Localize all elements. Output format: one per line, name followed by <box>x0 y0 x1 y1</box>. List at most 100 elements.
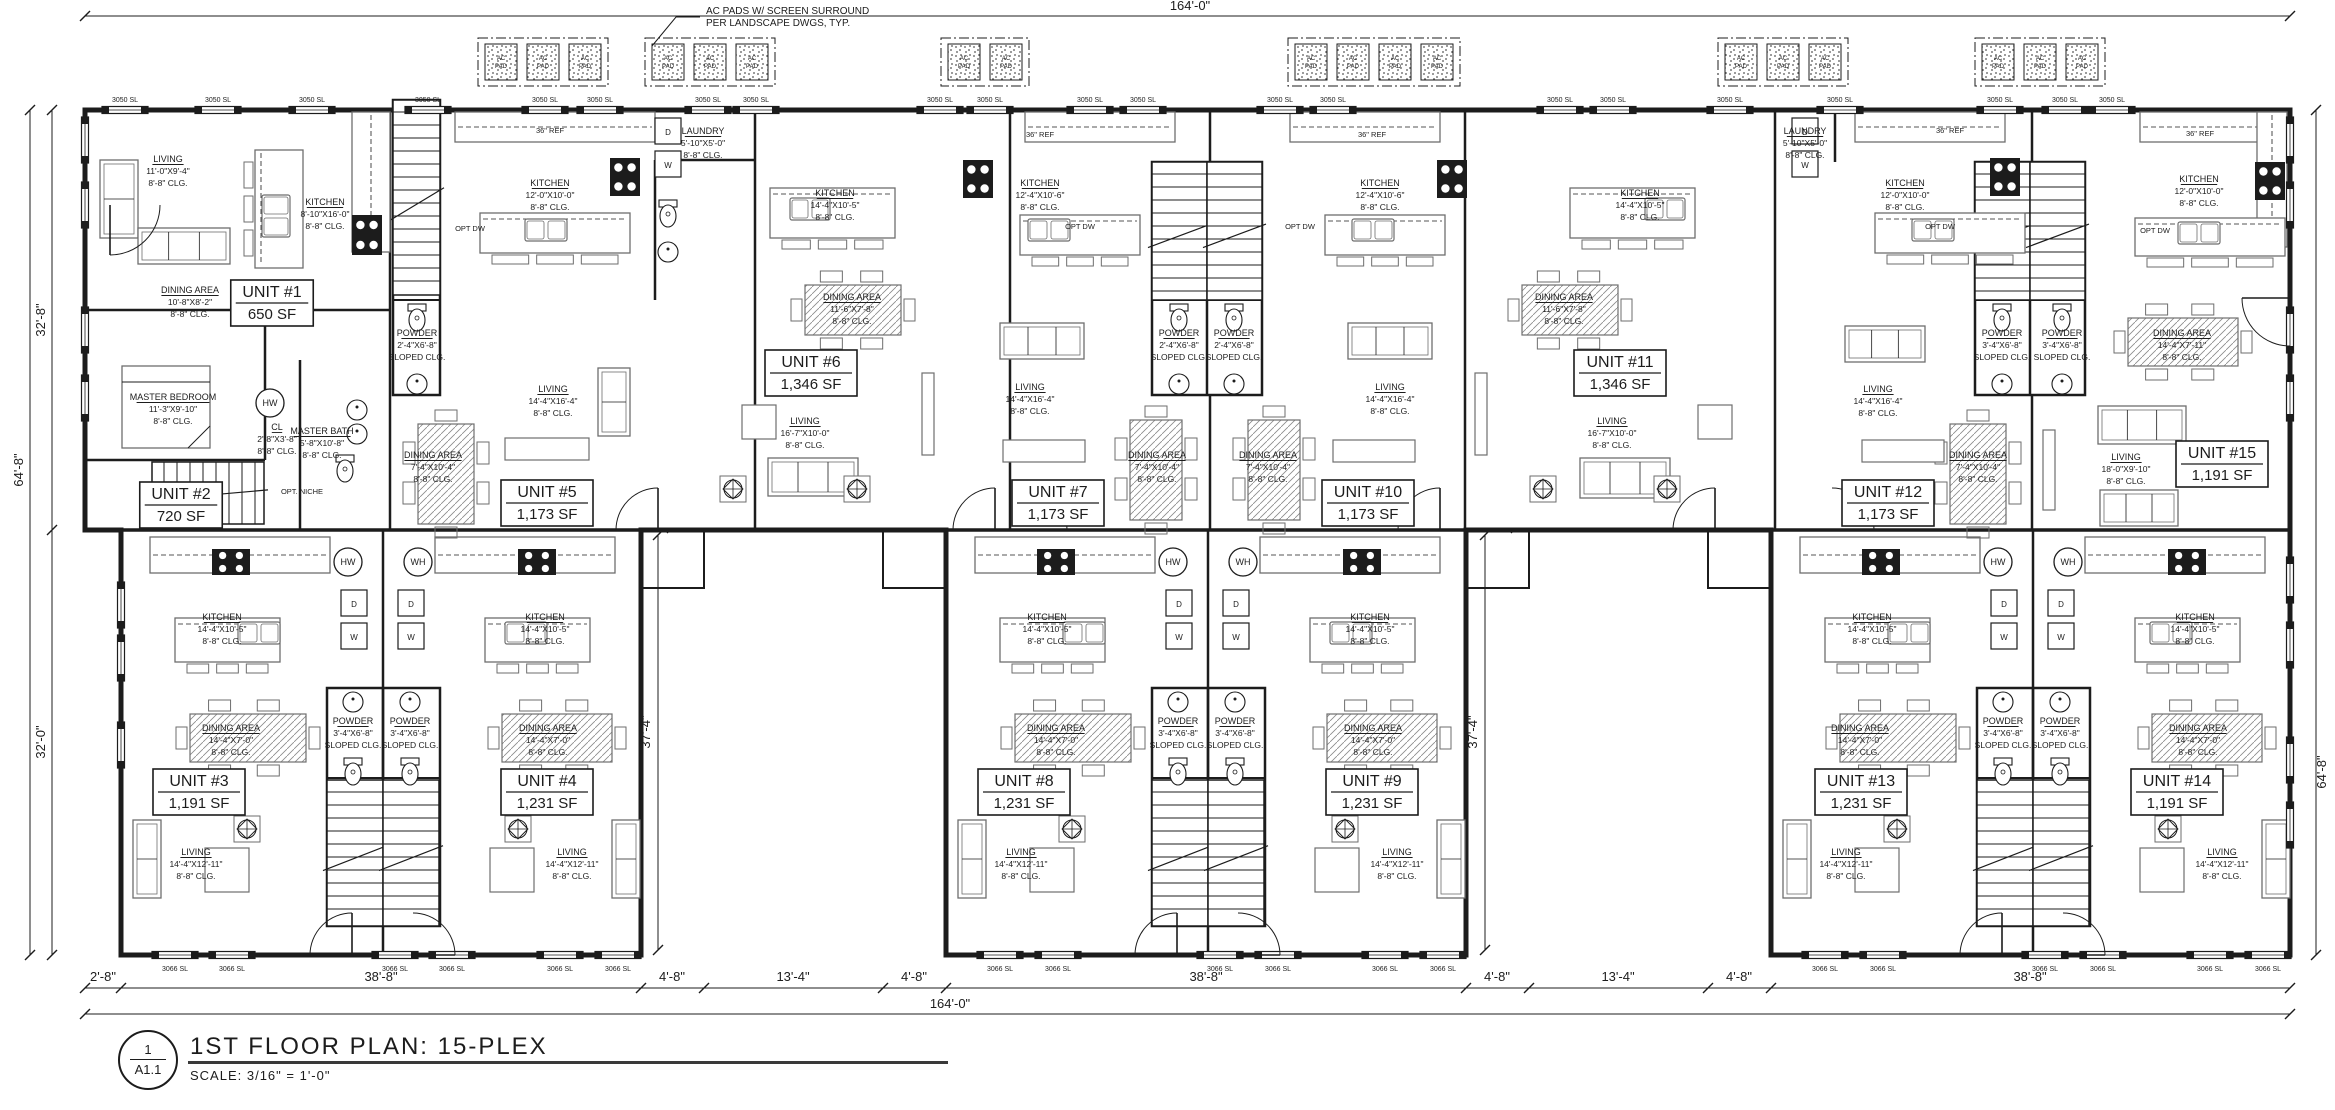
room-name: DINING AREA <box>404 450 462 460</box>
stove-burner <box>1454 184 1463 193</box>
window-tag: 3050 SL <box>1987 97 2013 104</box>
window-jamb <box>81 182 89 189</box>
room-dimensions: 7'-4"X10'-4" <box>1135 462 1179 472</box>
unit-area: 720 SF <box>157 508 205 525</box>
dimension-tick <box>1765 982 1777 994</box>
window-jamb <box>1401 951 1408 959</box>
kitchen-sink <box>2149 621 2193 645</box>
window-tag: 3050 SL <box>415 97 441 104</box>
stove-burner <box>541 551 549 560</box>
ac-pad-label: AC <box>1307 56 1316 62</box>
window-jamb <box>117 674 125 681</box>
unit-area: 1,191 SF <box>2192 467 2253 484</box>
ac-pad <box>1766 43 1800 81</box>
dining-chair <box>1184 477 1198 501</box>
window-jamb <box>81 414 89 421</box>
water-heater <box>2053 547 2083 577</box>
unit-area: 1,231 SF <box>1831 795 1892 812</box>
room-ceiling: SLOPED CLG. <box>325 740 382 750</box>
sink-basin-round <box>399 691 421 713</box>
room-dimensions: 8'-10"X16'-0" <box>301 209 350 219</box>
toilet-detail <box>665 211 671 217</box>
sofa-cushion <box>1848 329 1922 359</box>
dining-chair <box>402 481 416 505</box>
dining-chair <box>1144 522 1168 535</box>
window-jamb <box>1899 951 1906 959</box>
sink-basin-round <box>657 241 679 263</box>
room-dimensions: 12'-0"X10'-0" <box>526 190 575 200</box>
ac-pad-label: PAD <box>1735 64 1748 70</box>
room-ceiling: 8'-8" CLG. <box>1027 636 1066 646</box>
stove-burner <box>1441 184 1450 193</box>
window-tag: 3050 SL <box>1600 97 1626 104</box>
dining-chair <box>1262 405 1286 418</box>
stair-break-line <box>1972 845 2038 872</box>
dimension-tick <box>2284 10 2296 22</box>
sink-basin <box>811 199 829 219</box>
window-jamb <box>1537 106 1544 114</box>
unit-area: 1,231 SF <box>994 795 1055 812</box>
room-label: MASTER BATH <box>290 426 353 436</box>
ac-pad-label: AC <box>1002 56 1011 62</box>
dining-chair <box>2137 726 2150 750</box>
ac-pad-label: AC <box>539 56 548 62</box>
dimension-label: 4'-8" <box>659 969 685 984</box>
dining-table <box>1129 419 1183 521</box>
room-label: LIVING <box>1015 382 1045 392</box>
sink-basin <box>527 623 546 643</box>
ac-pad-label: PAD <box>746 64 759 70</box>
window-tag: 3050 SL <box>977 97 1003 104</box>
room-ceiling: 8'-8" CLG. <box>170 309 209 319</box>
sink-faucet <box>2058 697 2062 701</box>
furniture-rect <box>1314 847 1360 893</box>
dining-chair <box>1858 699 1882 712</box>
window-jamb <box>1420 951 1427 959</box>
window-jamb <box>2187 951 2194 959</box>
dining-chair <box>2113 330 2126 354</box>
ac-pad-screen-surround <box>477 37 609 87</box>
dimension-label: 4'-8" <box>1484 969 1510 984</box>
dryer-label: D <box>665 128 671 137</box>
dining-chair <box>2215 699 2239 712</box>
window-jamb <box>81 156 89 163</box>
island-stool <box>2191 257 2229 268</box>
room-dimensions: 3'-4"X6'-8" <box>2040 728 2080 738</box>
room-dimensions: 5'-8"X10'-8" <box>300 438 344 448</box>
room-name: LIVING <box>2111 452 2141 462</box>
room-label: DINING AREA <box>2153 328 2211 338</box>
window-jamb <box>1159 106 1166 114</box>
dryer-label: D <box>2058 600 2064 609</box>
window-jamb <box>102 106 109 114</box>
porch-light-diamond <box>1656 478 1678 500</box>
room-ceiling: 8'-8" CLG. <box>1370 406 1409 416</box>
stove-burner <box>1994 163 2003 172</box>
dining-chair <box>476 441 490 465</box>
dining-chair <box>487 726 500 750</box>
room-label: KITCHEN <box>1360 178 1400 188</box>
equipment-tag: OPT DW <box>2140 226 2171 235</box>
kitchen-sink <box>1911 218 1955 242</box>
sink-faucet <box>1177 379 1181 383</box>
window-jamb <box>1459 951 1466 959</box>
stove-burner <box>1060 551 1068 560</box>
dining-chair <box>308 726 321 750</box>
dining-chair <box>1312 726 1325 750</box>
unit-number: UNIT #8 <box>994 773 1053 790</box>
ac-pad-label: PAD <box>704 64 717 70</box>
window-tag: 3050 SL <box>299 97 325 104</box>
equipment-tag: OPT DW <box>455 224 486 233</box>
room-label: KITCHEN <box>2175 612 2215 622</box>
window-tag: 3050 SL <box>695 97 721 104</box>
door-swing <box>2241 297 2291 347</box>
window-tag: 3066 SL <box>2032 966 2058 973</box>
ac-pad <box>693 43 727 81</box>
dimension-label: 38'-8" <box>2013 969 2047 984</box>
sofa <box>1347 322 1433 360</box>
sink-basin-round <box>2049 691 2071 713</box>
room-dimensions: 3'-4"X6'-8" <box>1983 728 2023 738</box>
stove-burner <box>1994 182 2003 191</box>
room-ceiling: 8'-8" CLG. <box>1353 747 1392 757</box>
sink-basin <box>2179 223 2198 243</box>
room-label: LIVING <box>1382 847 1412 857</box>
sink-basin-round <box>1167 691 1189 713</box>
